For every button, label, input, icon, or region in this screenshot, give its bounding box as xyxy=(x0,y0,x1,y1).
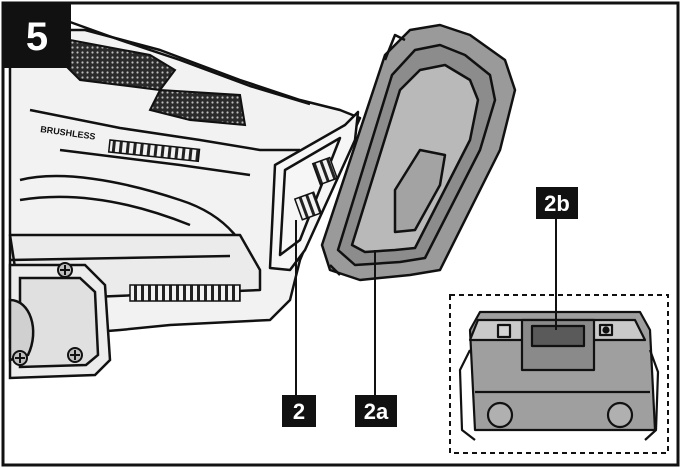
battery-contact-ribs xyxy=(311,156,339,186)
screw-head-icon xyxy=(12,262,83,366)
battery-pack-icon xyxy=(320,23,517,282)
callout-2b: 2b xyxy=(536,187,578,219)
grip-texture-side xyxy=(148,88,247,127)
step-number: 5 xyxy=(26,15,48,59)
battery-top-detail xyxy=(458,310,660,441)
callout-2a-label: 2a xyxy=(364,399,389,424)
battery-latch-ribs xyxy=(293,191,323,221)
motor-housing xyxy=(8,263,112,380)
vent-slots-upper xyxy=(107,139,201,163)
callout-2-label: 2 xyxy=(293,399,305,424)
callout-2: 2 xyxy=(282,395,316,427)
callout-2b-label: 2b xyxy=(544,191,570,216)
callout-2a: 2a xyxy=(355,395,397,427)
vent-slots-lower xyxy=(129,284,241,302)
step-number-badge: 5 xyxy=(3,3,71,68)
tool-body xyxy=(8,20,362,340)
leader-lines xyxy=(295,218,557,395)
detail-inset-border xyxy=(449,294,669,454)
